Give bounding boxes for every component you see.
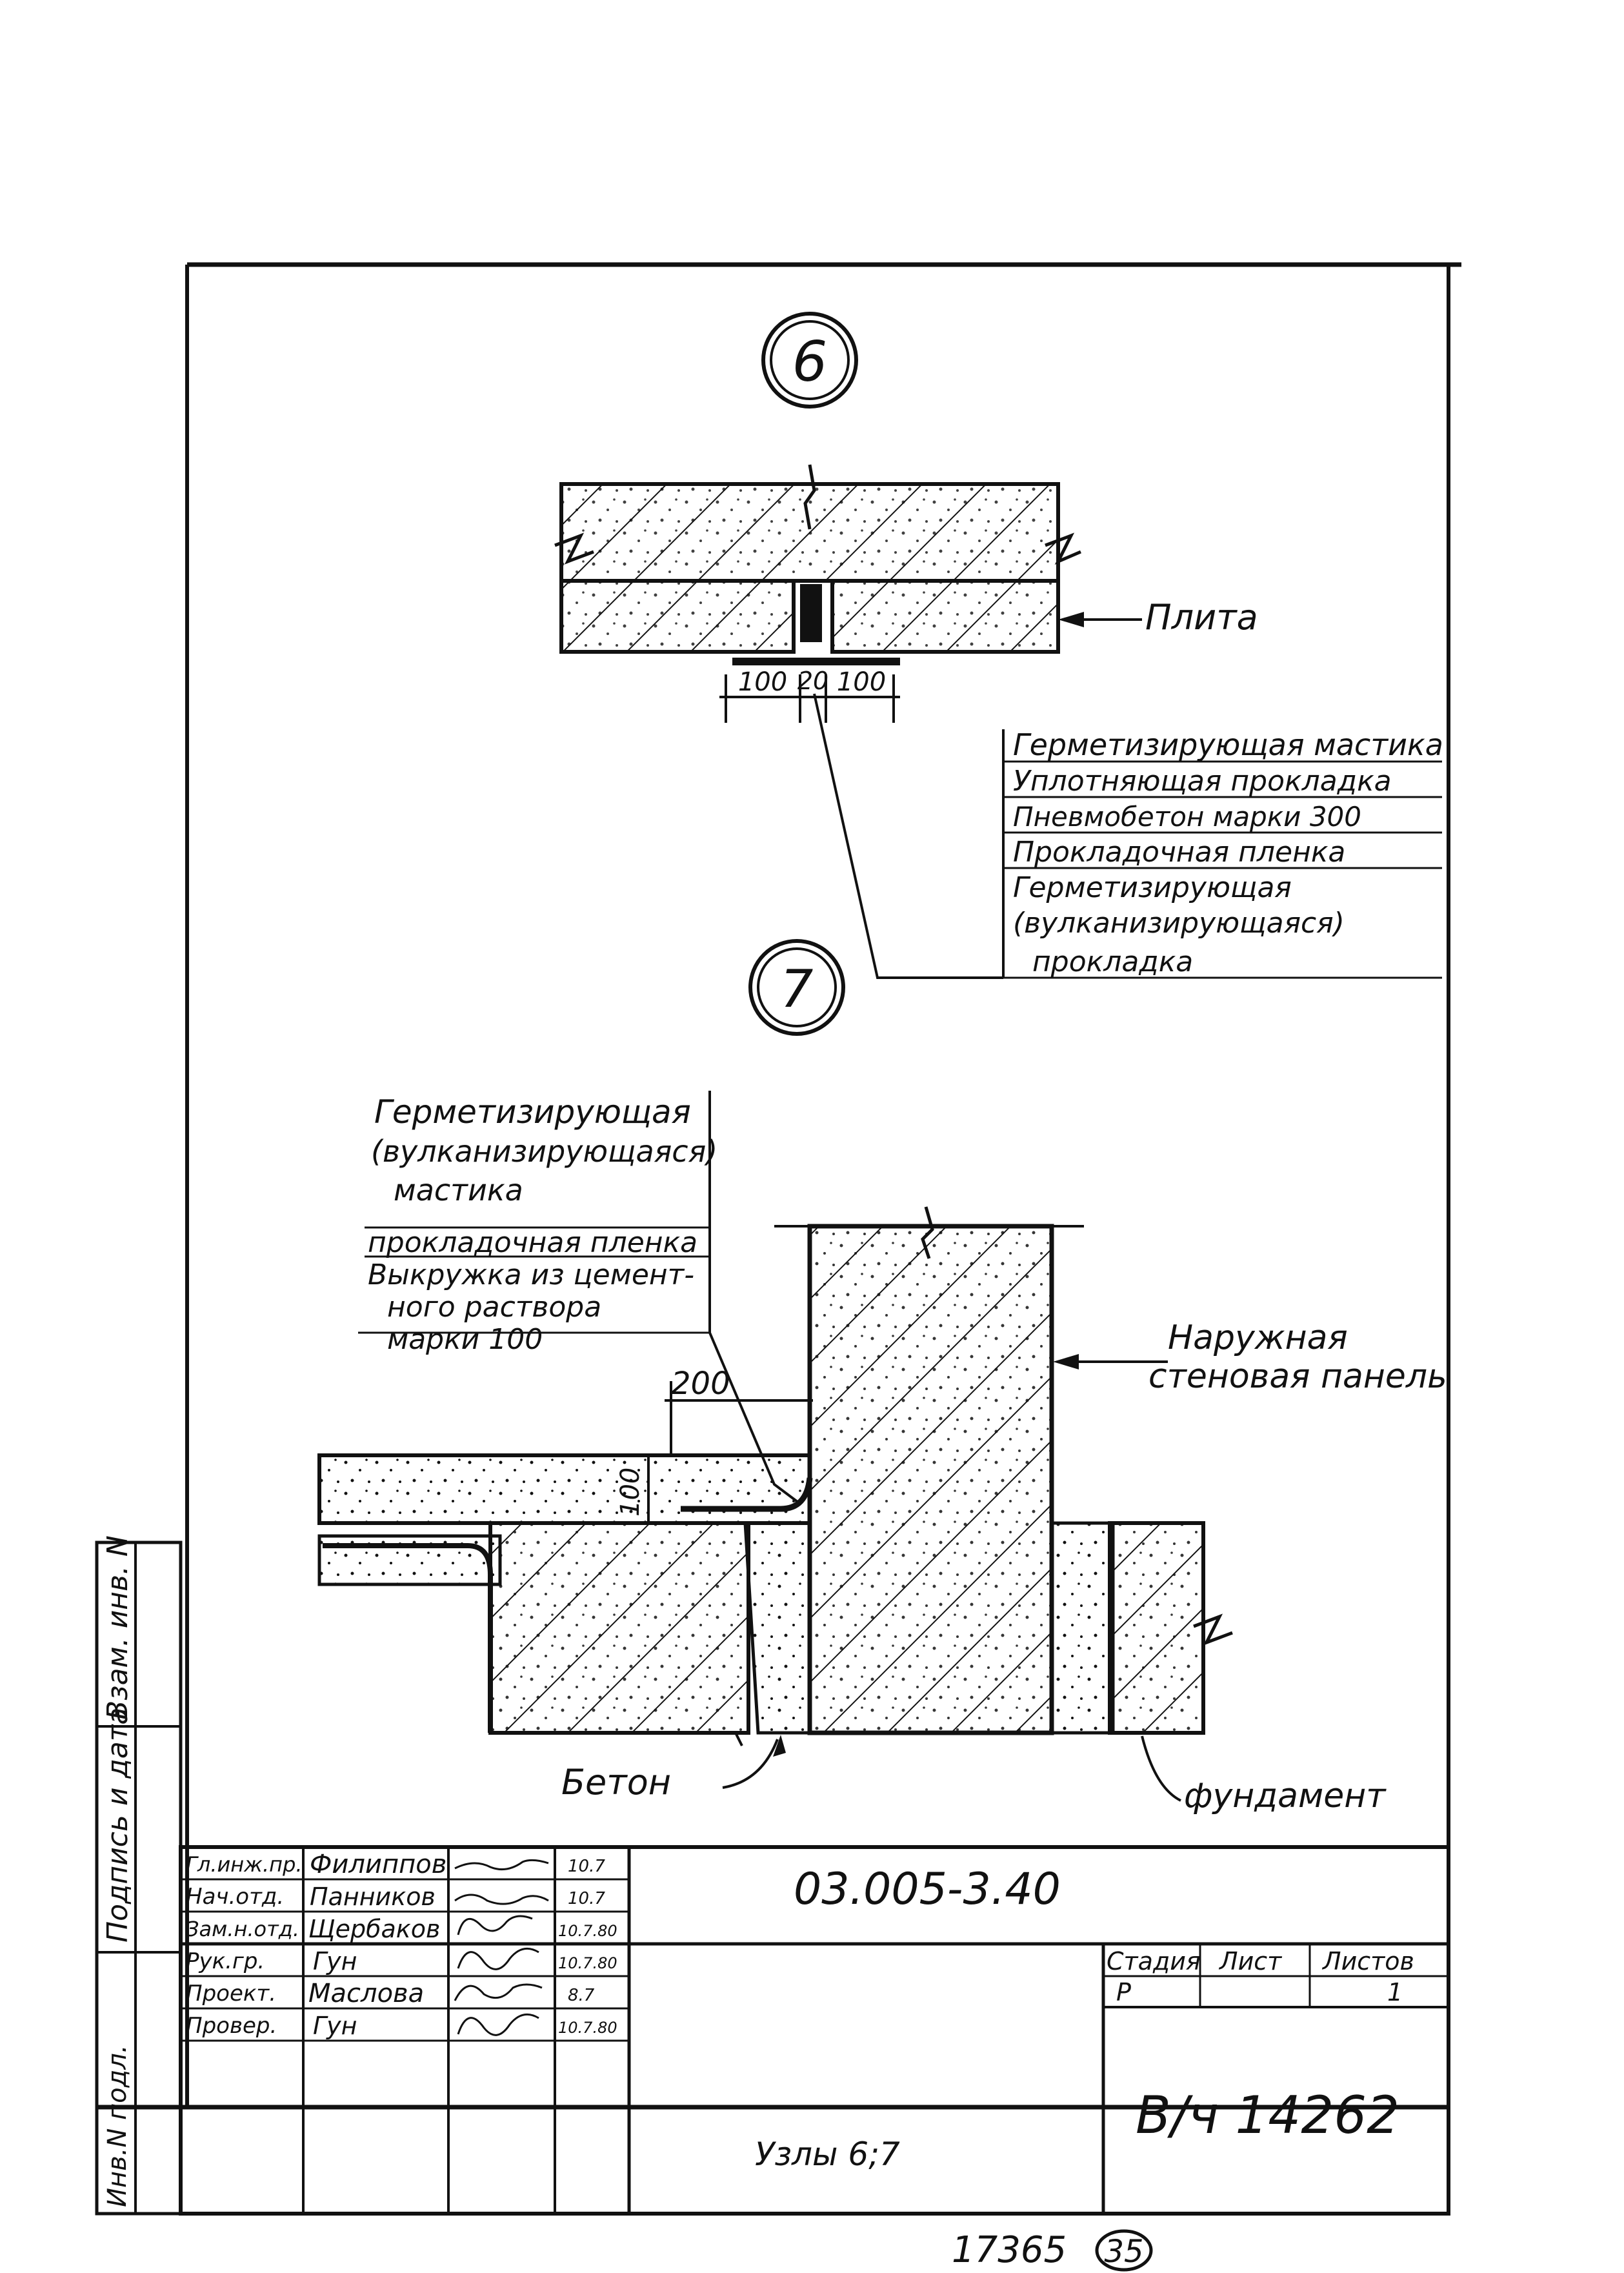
node-6-legend-item: (вулканизирующаяся)	[1013, 907, 1345, 940]
row-name: Панников	[310, 1883, 436, 1911]
node-6-legend-item: Уплотняющая прокладка	[1013, 765, 1392, 798]
title-block: Гл.инж.пр. Филиппов 10.7 Нач.отд. Панник…	[179, 1845, 1450, 2216]
node-7-legend-item: ного раствора	[387, 1291, 601, 1324]
node-7-detail: 7 Герметизирующая (вулканизирующаяся) ма…	[317, 939, 1447, 1815]
document-code: 03.005-3.40	[794, 1864, 1061, 1915]
node-7-panel-label-1: Наружная	[1168, 1318, 1348, 1357]
node-7-foundation-right-infill	[1050, 1521, 1115, 1735]
page-number: 35	[1104, 2234, 1143, 2270]
node-6-legend: Герметизирующая мастика Уплотняющая прок…	[1013, 727, 1443, 978]
node-7-dim-horizontal: 200	[671, 1366, 730, 1402]
node-6-legend-item: Пневмобетон марки 300	[1013, 801, 1361, 833]
row-name: Щербаков	[308, 1915, 440, 1943]
row-name: Гун	[313, 2012, 357, 2040]
node-6-sealing-gasket	[800, 584, 822, 642]
node-7-concrete-infill	[743, 1521, 812, 1735]
node-7-legend-item: мастика	[394, 1173, 523, 1207]
node-6-slab-label: Плита	[1145, 597, 1258, 638]
node-7-concrete-label: Бетон	[561, 1762, 671, 1803]
node-7-mortar-fillet	[681, 1477, 813, 1512]
node-6-detail: 6 100 20 100 Плита	[554, 312, 1443, 979]
row-name: Гун	[313, 1947, 357, 1975]
sheets-header: Листов	[1321, 1947, 1414, 1975]
organization: В/ч 14262	[1136, 2085, 1399, 2145]
stamp-signature-date: Подпись и дата	[101, 1708, 134, 1943]
node-6-legend-item: Герметизирующая мастика	[1013, 727, 1443, 762]
row-role: Провер.	[186, 2013, 277, 2039]
stage-value: Р	[1116, 1978, 1131, 2006]
stamp-replacement-no: Взам. инв. N	[101, 1535, 134, 1720]
row-date: 10.7.80	[558, 1954, 617, 1972]
node-6-dim-gap: 20	[797, 667, 828, 695]
node-7-dim-vertical: 100	[616, 1468, 645, 1517]
node-7-foundation-label: фундамент	[1184, 1777, 1387, 1815]
node-7-sealing-film	[323, 1543, 493, 1733]
node-7-legend-item: (вулканизирующаяся)	[371, 1134, 717, 1169]
row-name: Маслова	[308, 1979, 424, 2008]
row-role: Рук.гр.	[186, 1948, 265, 1974]
sheet-title: Узлы 6;7	[755, 2136, 900, 2173]
sheets-value: 1	[1387, 1978, 1403, 2006]
row-date: 10.7.80	[558, 2019, 617, 2037]
side-stamp: Инв.N подл. Подпись и дата Взам. инв. N	[95, 1535, 183, 2216]
node-6-legend-item: Прокладочная пленка	[1013, 836, 1345, 869]
node-6-legend-item: Герметизирующая	[1013, 871, 1292, 904]
node-6-dim-left: 100	[738, 667, 787, 697]
stage-header: Стадия	[1107, 1947, 1201, 1975]
row-date: 10.7.80	[558, 1922, 617, 1940]
node-7-legend-item: Герметизирующая	[374, 1093, 691, 1131]
sheet-frame	[97, 262, 1461, 2110]
title-block-rows: Гл.инж.пр. Филиппов 10.7 Нач.отд. Панник…	[186, 1850, 617, 2040]
row-date: 8.7	[568, 1986, 595, 2005]
node-7-number: 7	[781, 959, 814, 1019]
node-7-legend: Герметизирующая (вулканизирующаяся) маст…	[368, 1093, 717, 1356]
node-7-legend-item: Выкружка из цемент-	[368, 1258, 694, 1291]
row-role: Гл.инж.пр.	[186, 1852, 303, 1877]
node-6-legend-item: прокладка	[1032, 945, 1193, 978]
node-7-panel-label-2: стеновая панель	[1148, 1357, 1447, 1396]
row-role: Проект.	[186, 1981, 276, 2006]
sheet-header: Лист	[1218, 1947, 1283, 1975]
node-7-legend-item: прокладочная пленка	[368, 1226, 697, 1259]
row-role: Зам.н.отд.	[186, 1917, 299, 1941]
row-date: 10.7	[568, 1857, 605, 1876]
node-6-dim-right: 100	[837, 667, 886, 697]
node-6-number: 6	[792, 330, 828, 394]
signature-marks	[454, 1859, 549, 2036]
node-7-concrete-topping	[317, 1453, 812, 1525]
row-date: 10.7	[568, 1889, 605, 1908]
row-name: Филиппов	[310, 1850, 446, 1879]
archive-number: 17365	[952, 2229, 1067, 2271]
stamp-inventory-no: Инв.N подл.	[103, 2045, 132, 2207]
row-role: Нач.отд.	[186, 1884, 284, 1910]
node-7-legend-item: марки 100	[387, 1323, 543, 1356]
